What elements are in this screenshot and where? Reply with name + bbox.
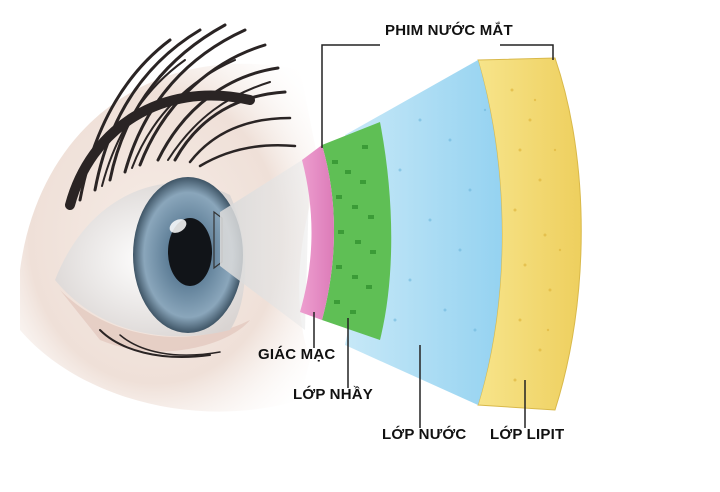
tear-film-label: PHIM NƯỚC MẮT (385, 22, 513, 39)
water-layer-label: LỚP NƯỚC (382, 426, 467, 443)
eye-highlight (169, 219, 187, 233)
lipid-texture (510, 88, 562, 382)
mucus-layer (322, 122, 392, 340)
lipid-layer-label: LỚP LIPIT (490, 426, 565, 443)
mucus-layer-label: LỚP NHẦY (293, 386, 373, 403)
cornea-layer (300, 145, 334, 320)
pupil (168, 218, 212, 286)
leader-lines (313, 44, 554, 428)
cornea-label: GIÁC MẠC (258, 346, 336, 363)
magnification-cone (220, 155, 310, 330)
eyelashes (65, 23, 297, 358)
mucus-texture (332, 145, 376, 314)
